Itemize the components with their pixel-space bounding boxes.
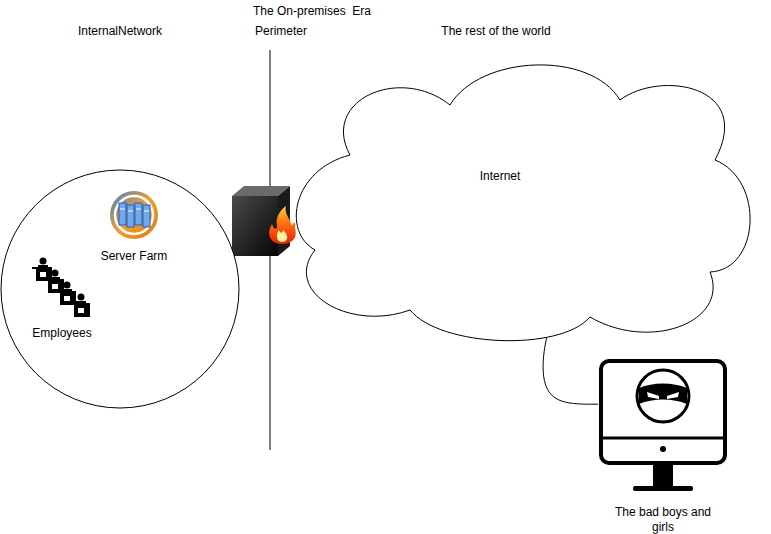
region-heading: The rest of the world — [416, 24, 576, 39]
node-label: Internet — [450, 169, 550, 184]
node-label: Server Farm — [80, 249, 188, 264]
server-farm-node: Server Farm — [80, 189, 188, 271]
monitor-outline — [598, 358, 728, 498]
attacker-monitor: The bad boys and girls — [598, 358, 728, 498]
firewall-icon — [232, 186, 296, 256]
connector-line — [543, 329, 598, 404]
employees-node: Employees — [14, 257, 110, 347]
diagram-title: The On-premises Era — [212, 4, 412, 19]
region-heading: InternalNetwork — [20, 24, 220, 39]
cloud-outline — [290, 60, 752, 335]
network-circle: InternalNetworkServer FarmEmployees — [0, 169, 240, 409]
region-label: Perimeter — [231, 24, 331, 39]
node-label: The bad boys and girls — [603, 505, 723, 534]
internet-cloud: The rest of the worldInternet — [290, 60, 752, 335]
node-label: Employees — [14, 326, 110, 341]
